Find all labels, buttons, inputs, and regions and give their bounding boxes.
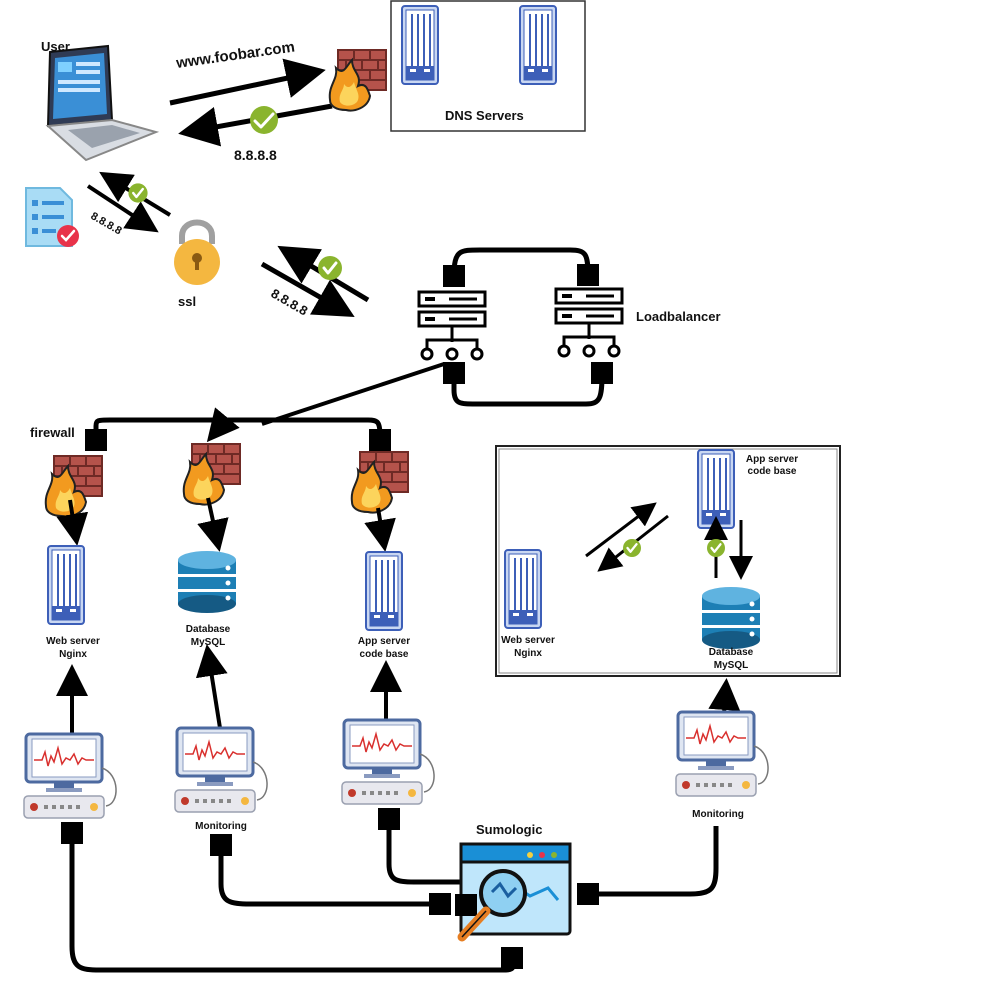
box-web-server-label: Web server <box>501 635 555 646</box>
monitor-icon <box>674 710 770 798</box>
load-balancer-icon <box>417 290 487 361</box>
check-icon <box>316 254 344 282</box>
database-label: Database <box>186 624 231 635</box>
server-rack-icon <box>365 551 403 631</box>
connector-node <box>577 264 599 286</box>
laptop-icon <box>45 44 160 162</box>
ssl-request-arrow <box>86 184 159 233</box>
firewall-icon <box>44 455 103 518</box>
box-app-server-sublabel: code base <box>748 466 797 477</box>
app-server-sublabel: code base <box>360 649 409 660</box>
web-server-sublabel: Nginx <box>59 649 87 660</box>
monitor-icon <box>340 718 436 806</box>
box-app-server-label: App server <box>746 454 798 465</box>
ssl-label: ssl <box>178 294 196 309</box>
document-check-icon <box>25 187 79 247</box>
connector-node <box>85 429 107 451</box>
server-rack-icon <box>47 545 85 625</box>
firewall-to-app-arrow <box>364 507 396 552</box>
database-sublabel: MySQL <box>191 637 225 648</box>
lb-bottom-connector <box>451 373 605 407</box>
dns-ip-label: 8.8.8.8 <box>234 147 277 163</box>
monitor3-to-sumologic-line <box>386 818 462 885</box>
web-server-label: Web server <box>46 636 100 647</box>
load-balancer-icon <box>554 287 624 358</box>
monitoring-2-label: Monitoring <box>692 809 744 820</box>
connector-node <box>61 822 83 844</box>
firewall-to-db-arrow <box>197 497 229 552</box>
server-rack-icon <box>697 449 735 529</box>
server-rack-icon <box>504 549 542 629</box>
check-icon <box>705 537 727 559</box>
connector-node <box>591 362 613 384</box>
connector-node <box>378 808 400 830</box>
connector-node <box>369 429 391 451</box>
box-database-sublabel: MySQL <box>714 660 748 671</box>
monitor-icon <box>22 732 118 820</box>
connector-node <box>443 362 465 384</box>
connector-node <box>443 265 465 287</box>
lb-request-arrow <box>260 261 355 317</box>
firewall-to-web-arrow <box>56 499 89 546</box>
check-icon <box>621 537 643 559</box>
check-icon <box>127 182 149 204</box>
monitor-to-box-arrow <box>708 678 741 715</box>
server-rack-icon <box>519 5 557 85</box>
database-icon <box>178 551 236 613</box>
connector-node <box>429 893 451 915</box>
check-icon <box>250 106 278 134</box>
lb-top-connector <box>451 247 591 277</box>
request-arrow <box>169 58 326 106</box>
connector-node <box>577 883 599 905</box>
box-database-label: Database <box>709 647 754 658</box>
loadbalancer-label: Loadbalancer <box>636 309 721 324</box>
dns-servers-label: DNS Servers <box>445 108 524 123</box>
server-rack-icon <box>401 5 439 85</box>
firewall-icon <box>328 49 387 112</box>
analytics-magnifier-icon <box>455 842 572 942</box>
connector-node <box>210 834 232 856</box>
domain-label: www.foobar.com <box>174 38 296 72</box>
app-server-label: App server <box>358 636 410 647</box>
monitor4-to-sumologic-line <box>588 826 719 897</box>
replica-stack-box <box>495 445 841 677</box>
firewall-icon <box>350 451 409 514</box>
ssl-ip-label: 8.8.8.8 <box>89 210 124 237</box>
firewall-label: firewall <box>30 425 75 440</box>
monitor-to-db-arrow <box>195 644 228 729</box>
database-icon <box>702 587 760 649</box>
connector-node <box>501 947 523 969</box>
firewall-icon <box>182 443 241 506</box>
box-web-to-app-arrow <box>585 502 657 558</box>
lb-distribution-line <box>261 362 445 426</box>
sumologic-label: Sumologic <box>476 822 542 837</box>
bus-arrow <box>206 407 240 443</box>
monitoring-label: Monitoring <box>195 821 247 832</box>
firewall-bus <box>93 417 383 437</box>
monitor2-to-sumologic-line <box>218 844 440 907</box>
lock-icon <box>174 219 220 285</box>
box-web-server-sublabel: Nginx <box>514 648 542 659</box>
monitor-icon <box>173 726 269 814</box>
